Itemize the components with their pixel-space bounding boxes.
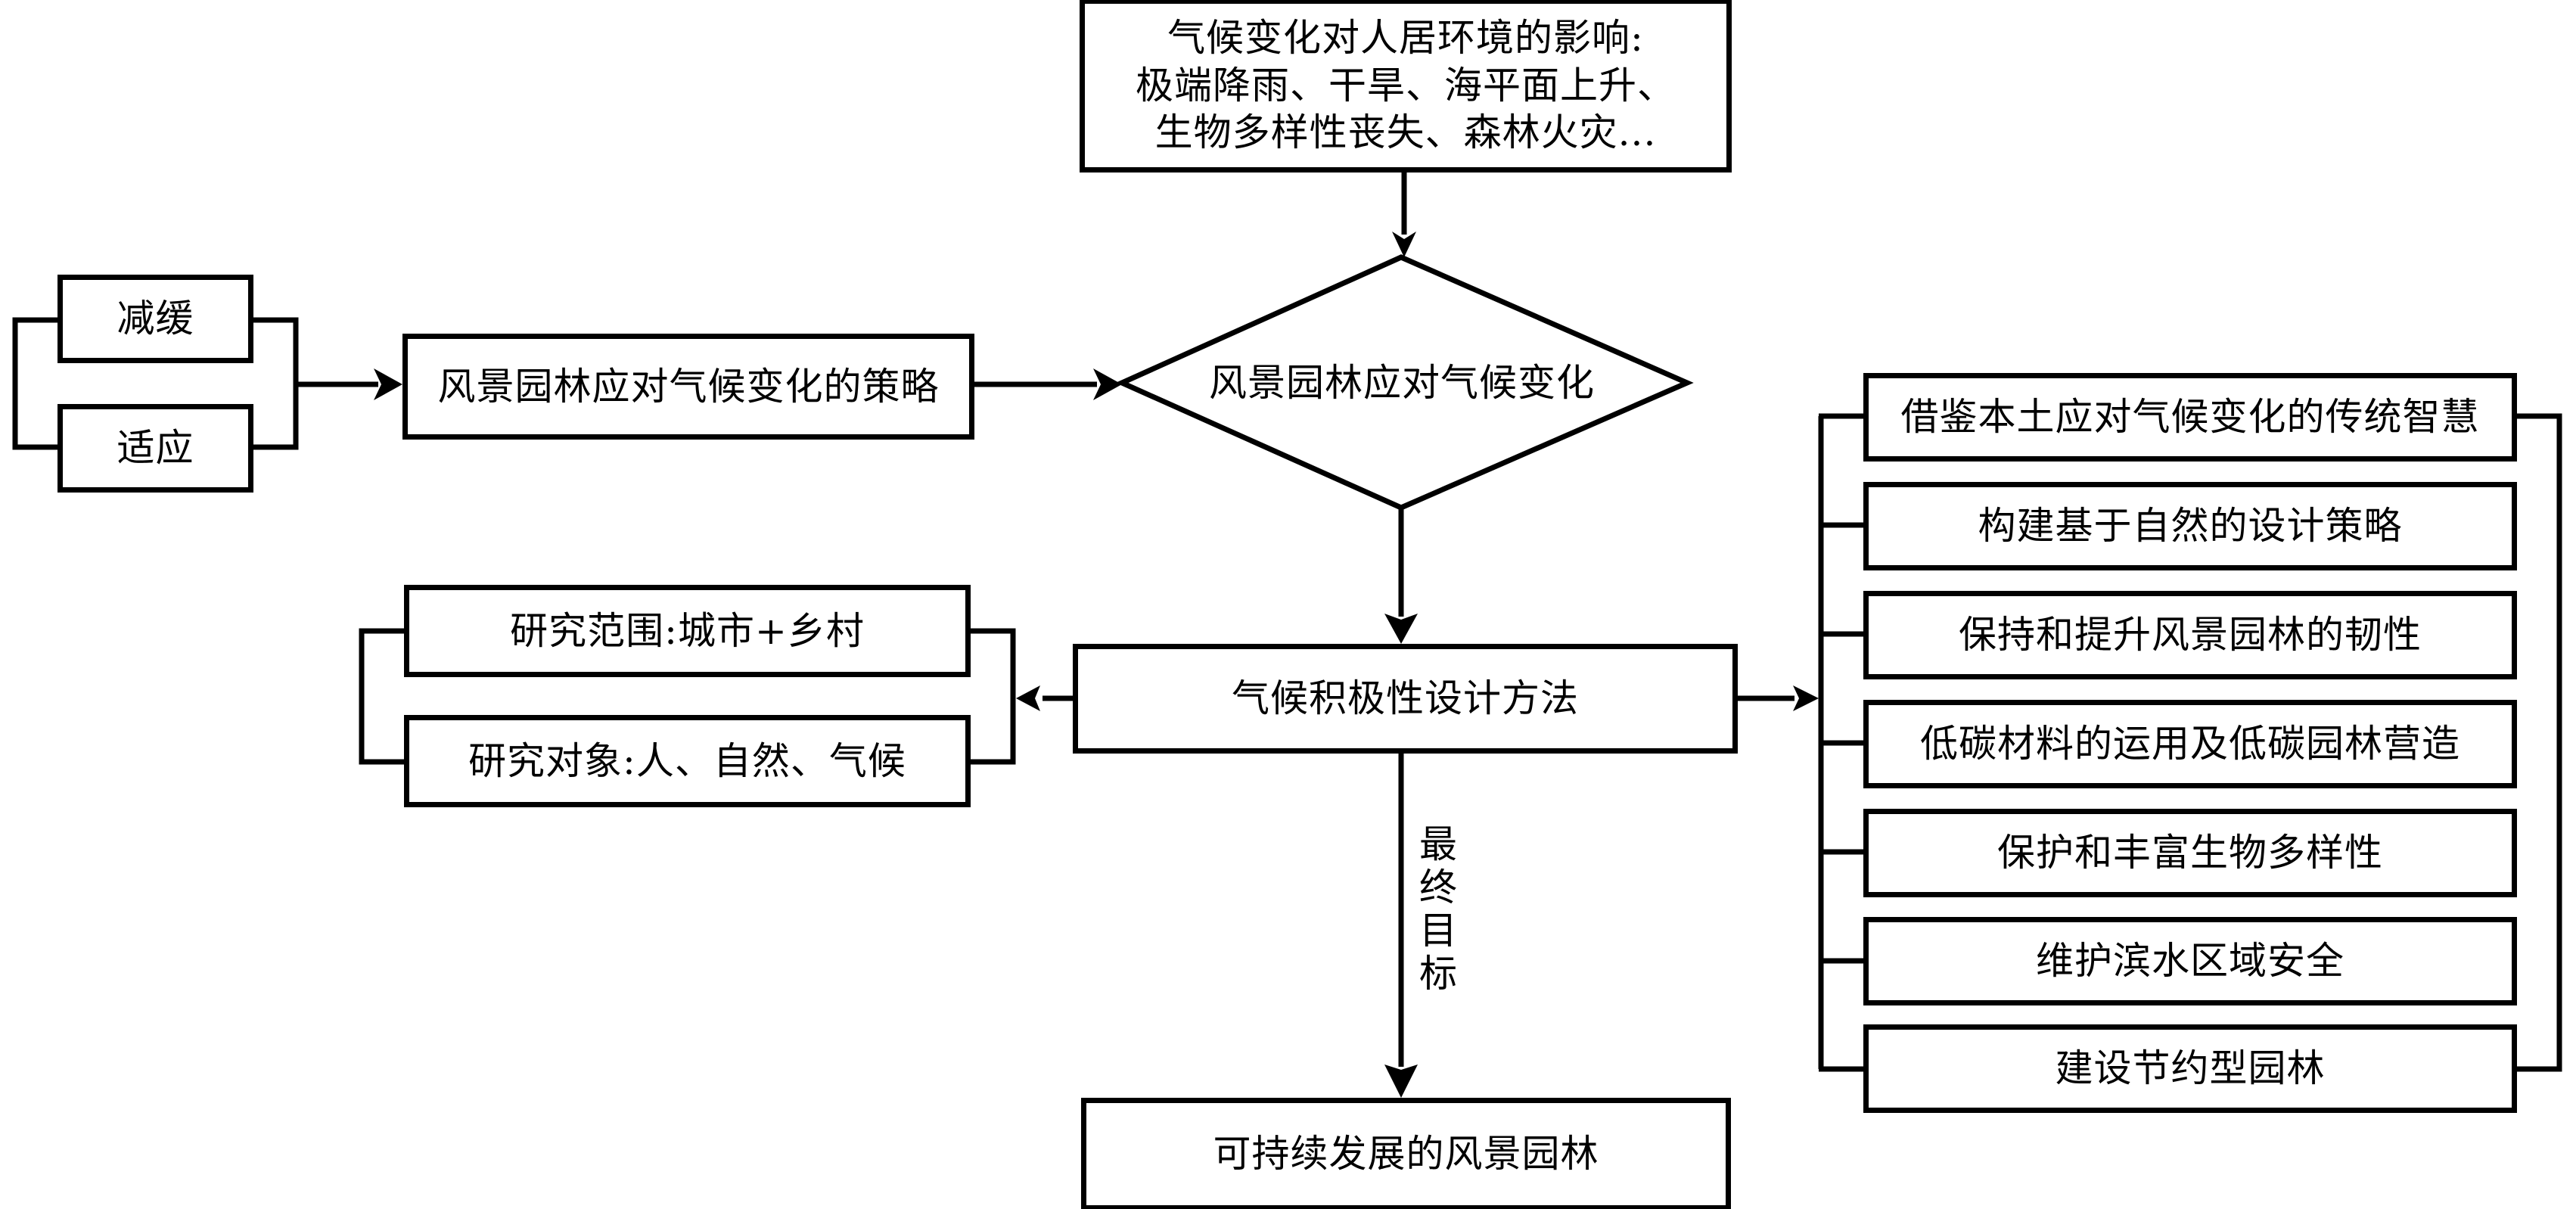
research-scope-label: 研究范围:城市+乡村 bbox=[510, 608, 865, 653]
arrowhead-method-strategies bbox=[1793, 685, 1819, 711]
arrowhead-strategy-core bbox=[1093, 368, 1122, 400]
approaches-bracket-left bbox=[12, 317, 57, 450]
method-label: 气候积极性设计方法 bbox=[1232, 676, 1579, 721]
strategy-item: 借鉴本土应对气候变化的传统智慧 bbox=[1863, 373, 2517, 462]
goal-edge-label: 最 终 目 标 bbox=[1416, 823, 1460, 996]
strategy-item-label: 保护和丰富生物多样性 bbox=[1997, 831, 2383, 875]
research-bracket-left bbox=[359, 628, 404, 765]
method-box: 气候积极性设计方法 bbox=[1073, 644, 1738, 754]
arrowhead-method-goal bbox=[1384, 1064, 1418, 1098]
arrowhead-method-research bbox=[1016, 685, 1040, 711]
research-object-box: 研究对象:人、自然、气候 bbox=[404, 715, 971, 807]
research-bracket-right bbox=[969, 628, 1016, 765]
strategy-item-label: 构建基于自然的设计策略 bbox=[1978, 504, 2403, 549]
impact-line-2: 极端降雨、干旱、海平面上升、 bbox=[1136, 63, 1676, 107]
goal-edge-char: 终 bbox=[1419, 866, 1457, 909]
strategy-item-label: 维护滨水区域安全 bbox=[2036, 939, 2345, 984]
strategy-item-label: 保持和提升风景园林的韧性 bbox=[1959, 613, 2422, 657]
approach-mitigation: 减缓 bbox=[57, 275, 253, 363]
core-decision-diamond bbox=[1115, 254, 1694, 511]
strategy-label: 风景园林应对气候变化的策略 bbox=[437, 364, 940, 409]
strategy-box: 风景园林应对气候变化的策略 bbox=[402, 334, 974, 440]
arrowhead-core-method bbox=[1384, 614, 1418, 644]
core-decision: 风景园林应对气候变化 bbox=[1122, 348, 1682, 418]
impact-line-3: 生物多样性丧失、森林火灾... bbox=[1154, 110, 1657, 155]
arrowhead-approaches-strategy bbox=[374, 368, 402, 400]
approach-adaptation: 适应 bbox=[57, 404, 253, 493]
impact-line-1: 气候变化对人居环境的影响: bbox=[1167, 16, 1644, 61]
strategy-item: 保护和丰富生物多样性 bbox=[1863, 809, 2517, 897]
strategy-item-label: 借鉴本土应对气候变化的传统智慧 bbox=[1900, 395, 2480, 440]
approaches-bracket-right bbox=[253, 317, 299, 450]
goal-edge-char: 标 bbox=[1419, 952, 1457, 996]
strategy-item: 建设节约型园林 bbox=[1863, 1024, 2517, 1113]
research-object-label: 研究对象:人、自然、气候 bbox=[468, 738, 906, 783]
goal-box: 可持续发展的风景园林 bbox=[1081, 1098, 1731, 1209]
strategies-bracket-right bbox=[2515, 413, 2562, 1072]
strategy-item: 构建基于自然的设计策略 bbox=[1863, 482, 2517, 570]
goal-label: 可持续发展的风景园林 bbox=[1213, 1132, 1599, 1176]
core-decision-label: 风景园林应对气候变化 bbox=[1209, 360, 1595, 405]
research-scope-box: 研究范围:城市+乡村 bbox=[404, 585, 971, 677]
impact-box: 气候变化对人居环境的影响: 极端降雨、干旱、海平面上升、 生物多样性丧失、森林火… bbox=[1080, 0, 1732, 172]
strategy-item: 保持和提升风景园林的韧性 bbox=[1863, 591, 2517, 679]
strategy-item: 维护滨水区域安全 bbox=[1863, 917, 2517, 1005]
strategy-item-label: 低碳材料的运用及低碳园林营造 bbox=[1920, 722, 2460, 766]
approach-mitigation-label: 减缓 bbox=[117, 297, 194, 341]
approach-adaptation-label: 适应 bbox=[117, 426, 194, 471]
strategy-item-label: 建设节约型园林 bbox=[2055, 1046, 2326, 1091]
arrowhead-impact-core bbox=[1392, 232, 1416, 257]
goal-edge-char: 目 bbox=[1419, 909, 1457, 953]
strategy-item: 低碳材料的运用及低碳园林营造 bbox=[1863, 700, 2517, 788]
goal-edge-char: 最 bbox=[1419, 822, 1457, 866]
